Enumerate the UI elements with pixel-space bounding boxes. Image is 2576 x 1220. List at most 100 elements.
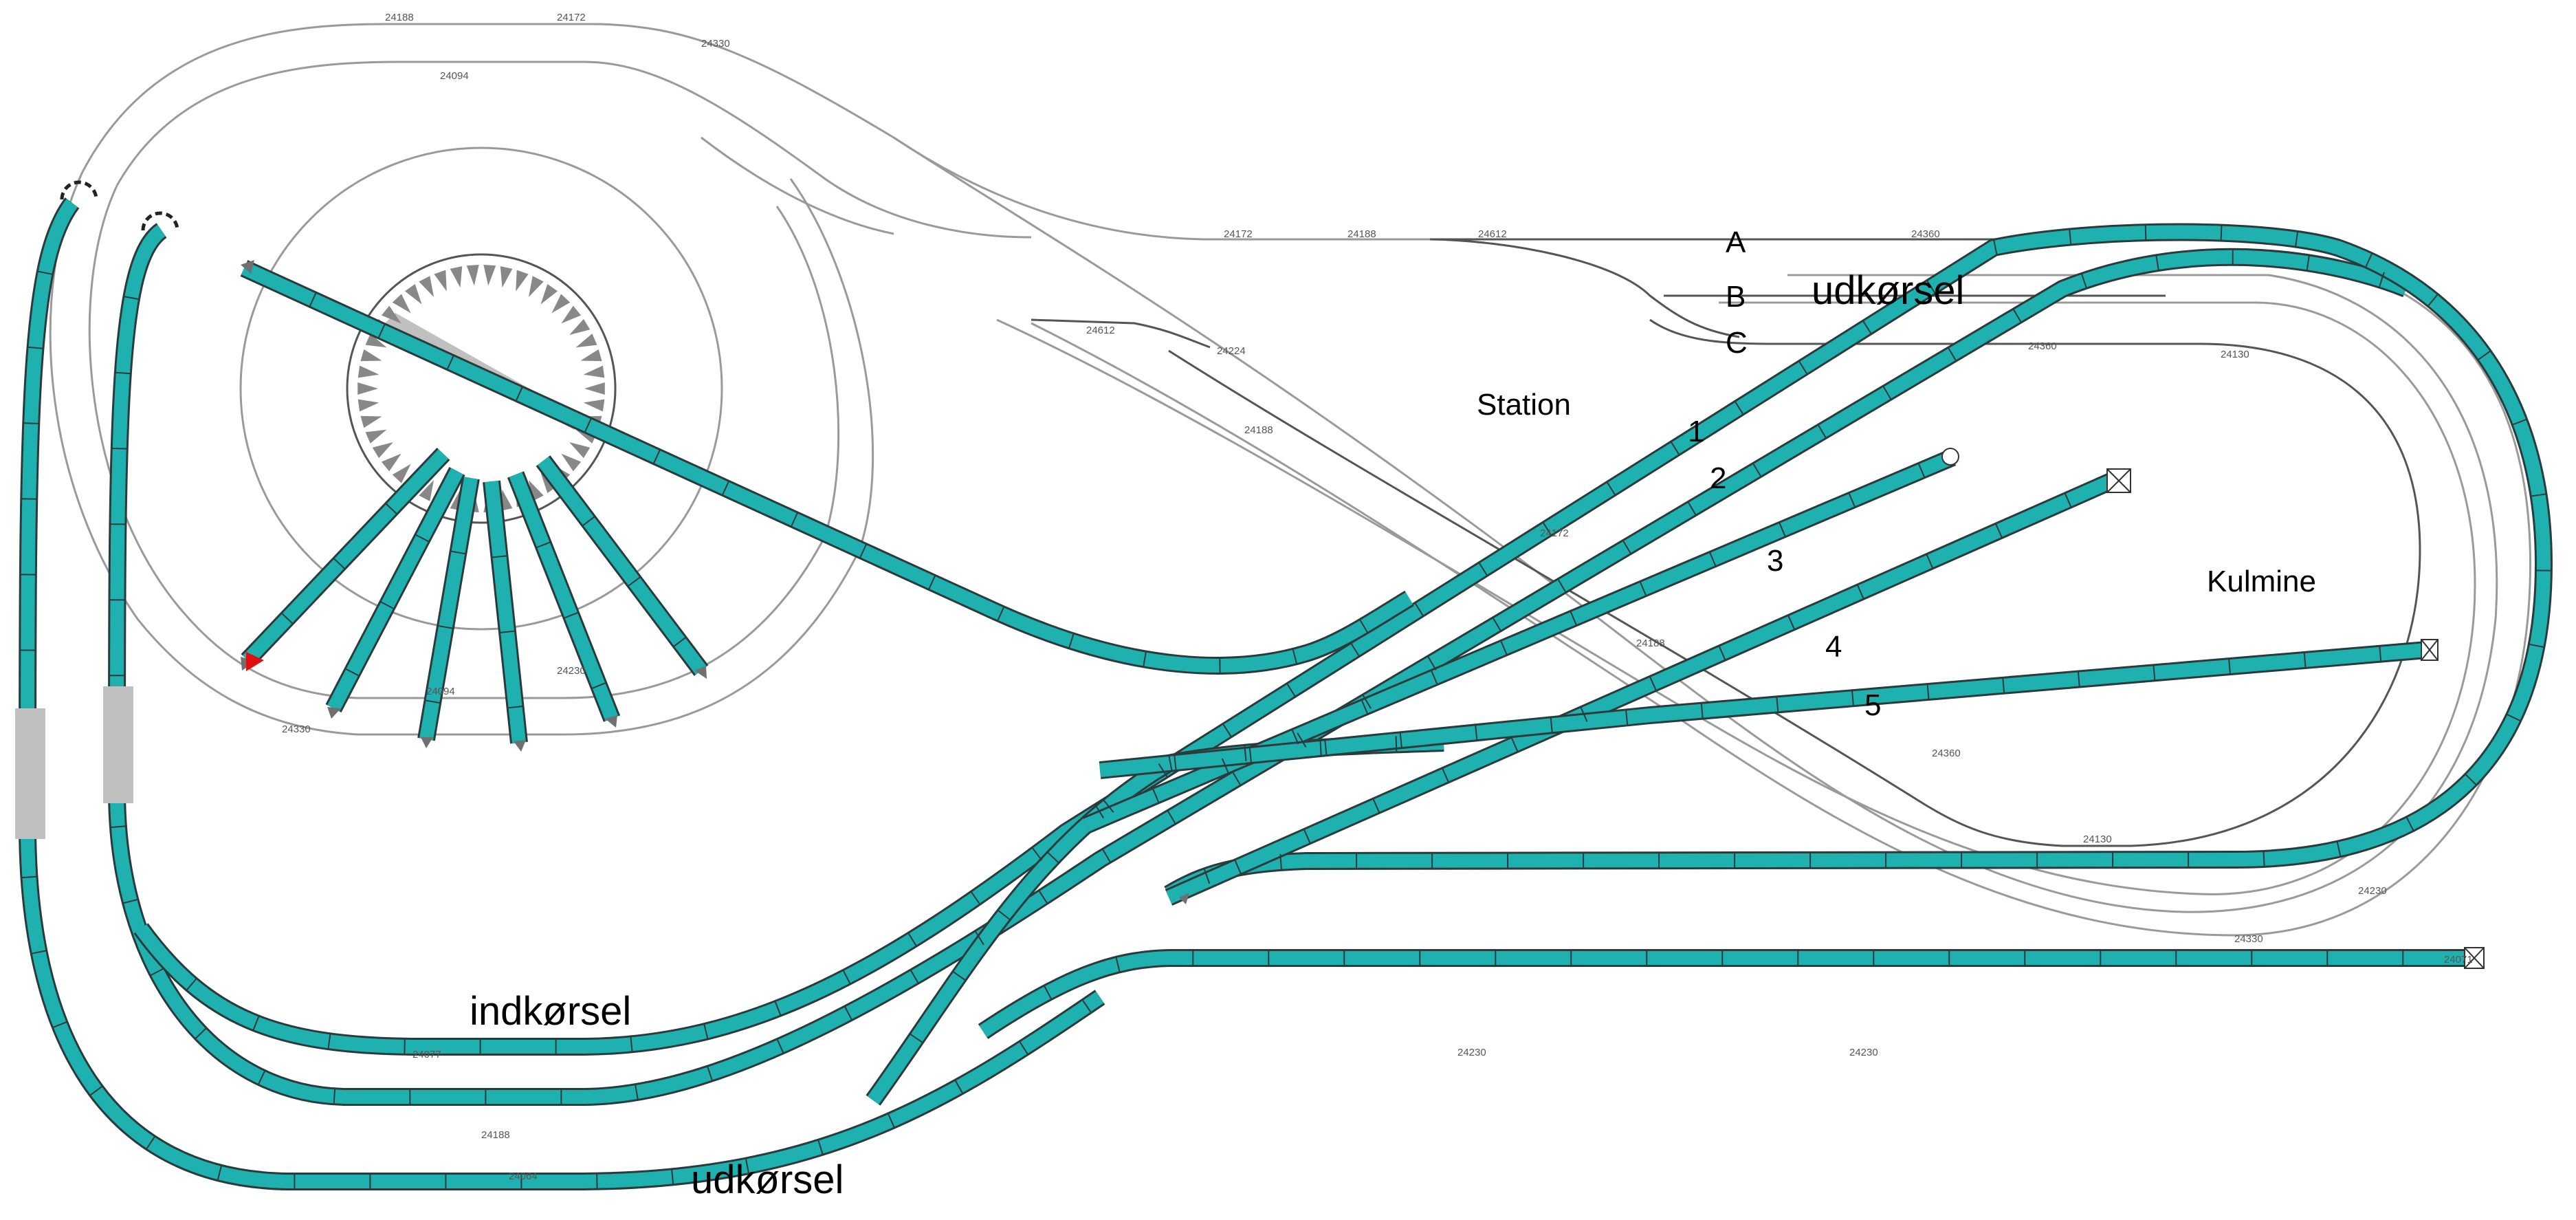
track-joint <box>2378 272 2385 288</box>
ghost-track-layer <box>49 23 2531 937</box>
turntable-tooth <box>392 294 411 314</box>
track-joint <box>951 970 967 981</box>
turntable-tooth <box>561 305 582 324</box>
track-joint <box>1492 616 1502 632</box>
track-joint <box>1231 771 1242 787</box>
track-joint <box>887 1113 896 1129</box>
turntable <box>357 265 605 512</box>
track-joint <box>2464 773 2478 786</box>
track-joint <box>1862 320 1873 335</box>
turntable-tooth <box>483 265 496 286</box>
track-joint <box>498 630 516 634</box>
piece-code: 24130 <box>2221 349 2249 360</box>
track-joint <box>415 534 430 543</box>
turntable-tooth <box>419 480 434 501</box>
piece-code: 24612 <box>1478 228 1507 240</box>
track-joint <box>1101 848 1112 864</box>
track-joint <box>1358 618 1369 634</box>
piece-code: 24188 <box>481 1129 510 1141</box>
track-joint <box>1244 744 1247 761</box>
turntable-tooth <box>500 489 513 511</box>
piece-code: 24360 <box>1911 228 1940 240</box>
turntable-tooth <box>569 442 591 459</box>
track-joint <box>257 1069 266 1086</box>
buffer-stop-icon <box>2106 468 2131 493</box>
buffer-stop-icon <box>60 180 98 200</box>
label-track-c: C <box>1726 326 1748 360</box>
track-joint <box>89 1085 104 1097</box>
track-joint <box>1622 539 1632 555</box>
track-joint <box>1926 553 1934 569</box>
track-joint <box>706 1065 714 1082</box>
track-joint <box>1286 682 1297 698</box>
track-joint <box>114 371 131 375</box>
track-joint <box>844 1005 853 1021</box>
track-joint <box>535 541 551 549</box>
track-joint <box>515 386 524 402</box>
track-joint <box>1031 847 1043 861</box>
red-end-arrow <box>246 652 264 671</box>
track-joint <box>2069 228 2072 246</box>
track-joint <box>1303 828 1312 845</box>
track-joint <box>1947 347 1957 362</box>
track-joint <box>111 447 128 450</box>
label-udkorsel-bottom: udkørsel <box>691 1157 844 1202</box>
track-joint <box>1579 706 1588 722</box>
turntable-tooth <box>500 266 513 288</box>
track-joint <box>996 606 1005 622</box>
track-joint <box>954 1079 964 1095</box>
track-joint <box>584 417 593 433</box>
track-joint <box>970 891 981 906</box>
label-track-5: 5 <box>1864 688 1881 722</box>
piece-code: 24188 <box>1347 228 1376 240</box>
label-track-a: A <box>1726 226 1746 259</box>
track-joint <box>1478 561 1488 577</box>
track-joint <box>2364 252 2373 268</box>
label-track-b: B <box>1726 280 1746 314</box>
track-joint <box>2528 643 2545 649</box>
turntable-tooth <box>404 283 422 305</box>
piece-code: 24360 <box>2028 340 2057 352</box>
track-joint <box>2379 645 2382 662</box>
radial-end-arrow <box>327 707 341 719</box>
turntable-tooth <box>360 349 382 362</box>
diagram-labels: Station Kulmine udkørsel udkørsel indkør… <box>470 226 2316 1202</box>
track-joint <box>745 1157 750 1175</box>
track-joint <box>1324 739 1328 756</box>
track-joint <box>2263 850 2265 867</box>
turntable-tooth <box>360 415 382 428</box>
piece-code: 24330 <box>701 38 730 50</box>
track-joint <box>1798 360 1808 375</box>
track-joint <box>344 668 360 677</box>
track-joint <box>109 825 126 829</box>
radial-end-arrow <box>514 740 526 752</box>
track-joint <box>1994 523 2003 539</box>
buffer-stop-icon <box>141 211 179 231</box>
track-joint <box>2294 230 2299 248</box>
track-joint <box>252 1015 260 1032</box>
turntable-tooth <box>392 464 411 483</box>
track-joint <box>309 292 317 308</box>
track-joint <box>672 636 687 648</box>
track-joint <box>1848 492 1856 508</box>
piece-code: 24172 <box>1224 228 1253 240</box>
piece-code: 24230 <box>557 665 586 677</box>
track-joint <box>591 682 607 690</box>
track-end-arrows <box>241 260 1189 904</box>
turntable-tooth <box>357 365 379 378</box>
piece-code: 24230 <box>2358 885 2387 897</box>
track-joint <box>280 612 294 625</box>
track-joint <box>2002 677 2005 694</box>
turntable-tooth <box>434 270 447 292</box>
track-joint <box>1233 859 1242 875</box>
track-joint <box>1550 717 1553 734</box>
track-joint <box>437 624 454 629</box>
track-joint <box>1152 787 1160 804</box>
turntable-tooth <box>583 365 605 378</box>
track-joint <box>1037 889 1048 905</box>
track-joint <box>721 480 730 497</box>
track-joint <box>1570 610 1578 627</box>
label-indkorsel: indkørsel <box>470 989 631 1034</box>
track-joint <box>1350 642 1361 657</box>
track-joint <box>563 611 580 619</box>
